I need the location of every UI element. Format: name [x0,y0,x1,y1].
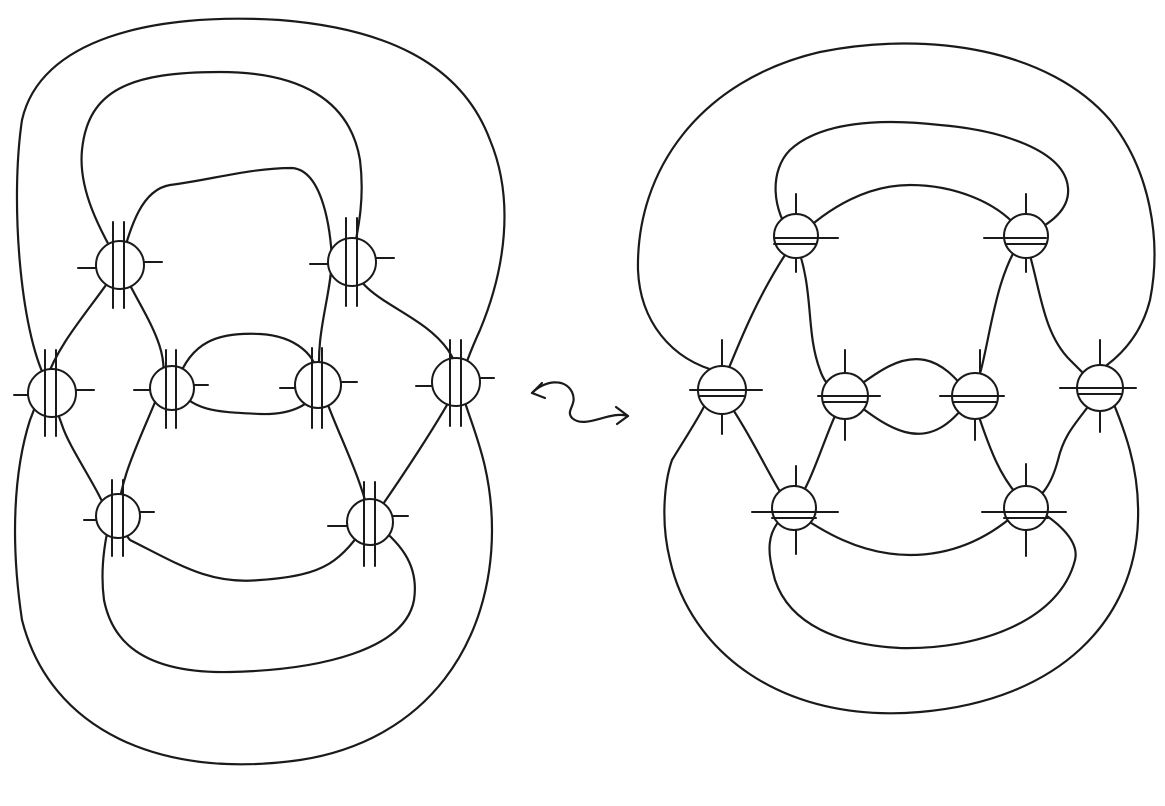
left-crossing [327,481,409,567]
squiggly-double-arrow-icon [530,381,630,426]
left-outer-loop [13,17,506,766]
left-crossing [133,349,209,429]
left-center-loop [174,332,320,416]
left-second-loop [44,70,460,674]
left-crossing [83,479,155,557]
right-middle-loop [718,234,1102,512]
right-bottom-loop [768,502,1077,650]
left-figure [13,17,506,766]
left-crossing [279,347,358,429]
right-crossing [751,465,839,555]
right-crossing [689,339,763,435]
left-crossing [77,221,163,309]
left-crossing [13,349,95,437]
right-crossing [981,463,1067,557]
right-crossing [983,193,1049,273]
right-figure [636,42,1156,715]
right-top-loop [774,120,1070,242]
right-crossing [1059,339,1137,433]
right-crossing [773,193,839,273]
right-crossing [817,349,881,441]
left-crossing [415,339,495,427]
right-crossing [939,349,1005,441]
left-crossing [309,217,395,307]
